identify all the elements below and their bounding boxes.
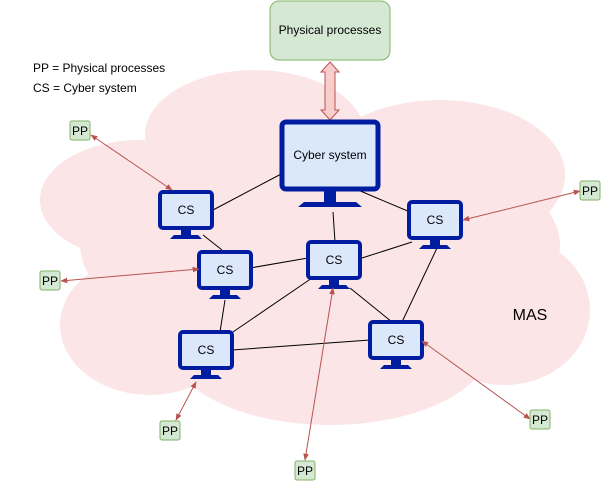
cs-label: CS xyxy=(326,253,343,267)
physical-processes-label: Physical processes xyxy=(279,23,382,37)
arrow-pp3-cs4 xyxy=(60,266,200,284)
legend-cs: CS = Cyber system xyxy=(33,81,137,95)
link-cs3-cs6 xyxy=(349,287,393,323)
cyber-system-label: Cyber system xyxy=(293,148,366,162)
arrow-pp4-cs5 xyxy=(175,381,197,421)
pp-label: PP xyxy=(582,184,598,198)
cs-node[interactable]: CS xyxy=(158,190,214,239)
cs-node[interactable]: CS xyxy=(306,240,362,289)
pp-arrows xyxy=(60,134,581,461)
arrow-pp2-cs2 xyxy=(462,189,581,222)
link-cs4-cs3 xyxy=(249,257,309,269)
arrow-pp5-cs3 xyxy=(303,287,335,461)
link-cs5-cs6 xyxy=(231,339,371,351)
pp-label: PP xyxy=(532,413,548,427)
pp-label: PP xyxy=(72,124,88,138)
cs-label: CS xyxy=(198,343,215,357)
cyber-system-monitor[interactable]: Cyber system xyxy=(279,119,381,207)
link-cyber-cs1 xyxy=(212,171,286,211)
link-cs3-cs5 xyxy=(229,277,313,335)
link-cs1-cs4 xyxy=(202,234,223,251)
cs-label: CS xyxy=(388,333,405,347)
legend-pp: PP = Physical processes xyxy=(33,61,165,75)
cs-node[interactable]: CS xyxy=(178,330,234,379)
cs-label: CS xyxy=(178,203,195,217)
cs-node[interactable]: CS xyxy=(368,320,424,369)
link-cs4-cs5 xyxy=(219,299,226,333)
link-cs2-cs6 xyxy=(401,247,438,323)
arrow-pp1-cs1 xyxy=(90,134,173,191)
mas-label: MAS xyxy=(513,307,548,324)
link-cyber-cs3 xyxy=(332,211,336,243)
cs-node[interactable]: CS xyxy=(407,200,463,249)
link-cs3-cs2 xyxy=(361,241,413,259)
pp-node[interactable]: PP xyxy=(294,460,316,481)
pp-label: PP xyxy=(162,424,178,438)
pp-label: PP xyxy=(42,274,58,288)
pp-node[interactable]: PP xyxy=(69,120,91,141)
pp-label: PP xyxy=(297,464,313,478)
link-cyber-cs2 xyxy=(357,189,411,213)
pp-node[interactable]: PP xyxy=(159,420,181,441)
physical-processes-box[interactable]: Physical processes xyxy=(269,0,391,61)
pp-node[interactable]: PP xyxy=(529,409,551,430)
network-links xyxy=(202,171,438,351)
cs-label: CS xyxy=(217,263,234,277)
arrow-pp6-cs6 xyxy=(421,340,531,420)
pp-node[interactable]: PP xyxy=(39,270,61,291)
cs-label: CS xyxy=(427,213,444,227)
pp-node[interactable]: PP xyxy=(579,180,601,201)
